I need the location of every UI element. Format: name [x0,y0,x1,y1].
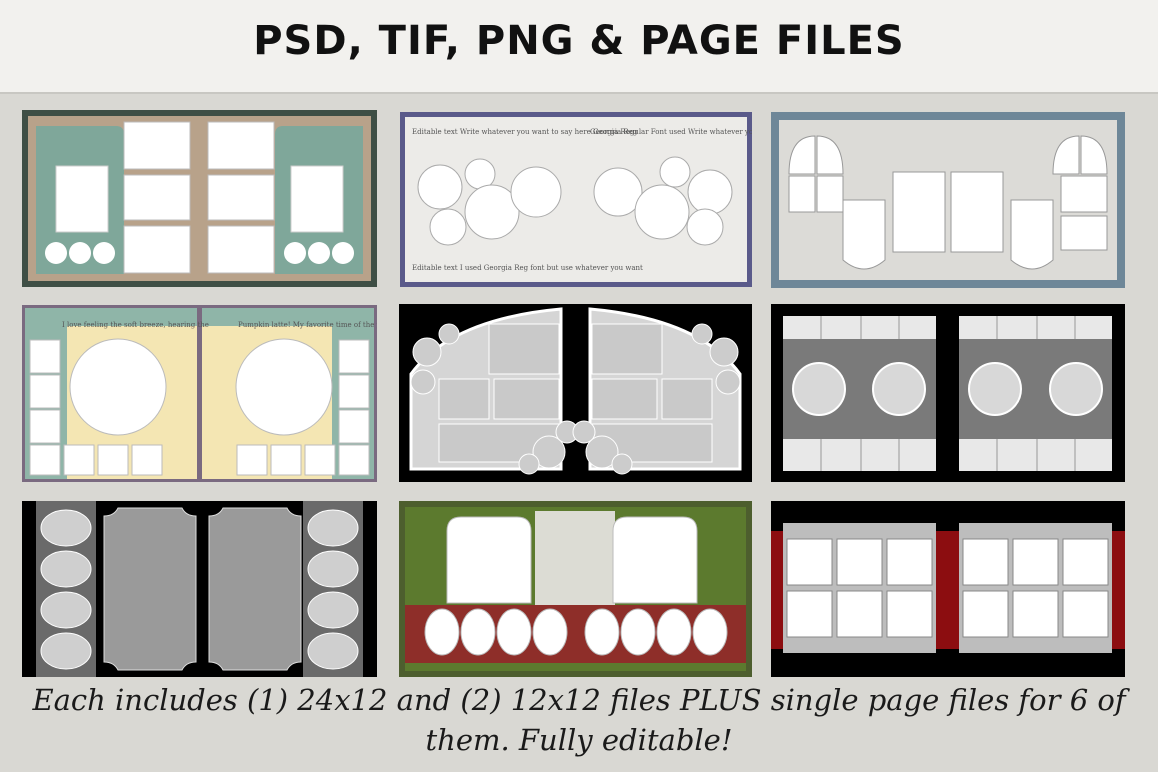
template-thumbnail-6[interactable] [771,304,1125,482]
template-preview-6 [783,316,1112,471]
template-thumbnail-7[interactable] [22,501,377,677]
template-thumbnail-4[interactable]: I love feeling the soft breeze, hearing … [22,305,377,482]
quote-left: I love feeling the soft breeze, hearing … [62,321,209,329]
template-thumbnail-2[interactable]: Editable text Write whatever you want to… [400,112,752,287]
template-thumbnail-3[interactable] [771,112,1125,288]
caption-line-2: them. Fully editable! [425,723,733,757]
template-preview-4: I love feeling the soft breeze, hearing … [25,308,377,479]
template-thumbnail-9[interactable] [771,501,1125,677]
header-banner: PSD, TIF, PNG & PAGE FILES [0,0,1158,94]
template-preview-5 [409,307,742,475]
template-preview-7 [36,501,363,677]
quote-right: Pumpkin latte! My favorite time of the y… [238,321,377,329]
editable-text-top-right: Georgia Regular Font used Write whatever… [590,128,752,136]
template-preview-9 [771,523,1125,653]
caption-line-1: Each includes (1) 24x12 and (2) 12x12 fi… [32,683,1126,717]
caption: Each includes (1) 24x12 and (2) 12x12 fi… [0,680,1158,760]
editable-text-top-left: Editable text Write whatever you want to… [412,128,638,136]
template-thumbnail-8[interactable] [399,501,752,677]
template-preview-1 [28,116,371,281]
editable-text-bottom: Editable text I used Georgia Reg font bu… [412,264,643,272]
template-thumbnail-5[interactable] [399,304,752,482]
page-title: PSD, TIF, PNG & PAGE FILES [253,18,905,64]
template-preview-8 [405,507,746,671]
template-preview-3 [779,120,1117,280]
template-thumbnail-1[interactable] [22,110,377,287]
template-preview-2: Editable text Write whatever you want to… [405,117,752,282]
